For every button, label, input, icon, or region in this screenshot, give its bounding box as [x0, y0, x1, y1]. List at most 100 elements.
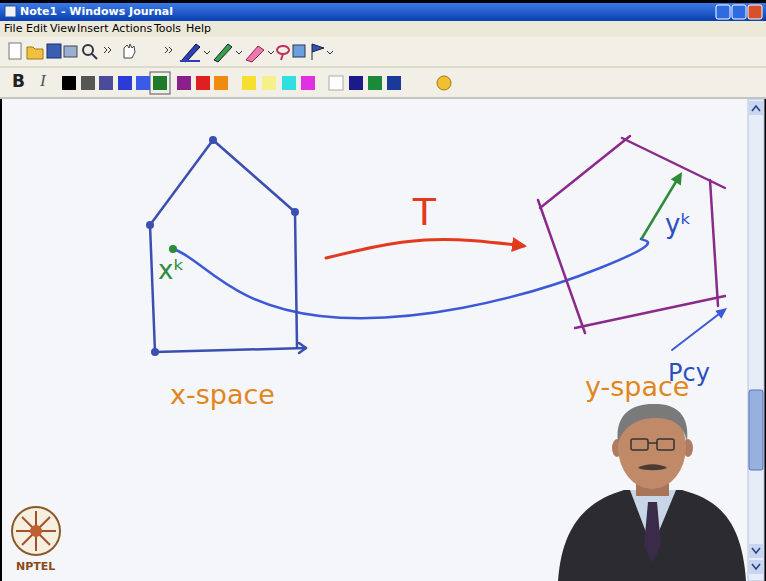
- new-icon: [9, 43, 21, 59]
- text-slot: xᵏ: [158, 256, 184, 285]
- insert-icon: [293, 45, 305, 57]
- text-slot: Actions: [112, 23, 152, 35]
- more-icon: [104, 47, 111, 53]
- format-button: B: [12, 72, 25, 91]
- point-dot: [169, 245, 177, 253]
- color-swatch: [177, 76, 191, 90]
- text-slot: Insert: [77, 23, 109, 35]
- maximize-button: [732, 5, 746, 19]
- color-swatch: [136, 76, 150, 90]
- minimize-button: [716, 5, 730, 19]
- toolbar: [0, 37, 766, 99]
- menu-item: Tools: [154, 23, 181, 35]
- transform-label: T: [413, 193, 436, 231]
- logo-hub: [30, 525, 42, 537]
- scroll-thumb: [749, 390, 763, 470]
- dropdown-icon: [204, 51, 210, 54]
- color-swatch: [242, 76, 256, 90]
- text-slot: x-space: [170, 380, 275, 410]
- color-swatch: [301, 76, 315, 90]
- map-arrow: [326, 239, 524, 258]
- outline-stroke: [295, 212, 297, 347]
- text-slot: yᵏ: [665, 210, 691, 239]
- projection-arrow: [672, 314, 719, 350]
- save-icon: [47, 44, 61, 58]
- scrollbar: [748, 99, 764, 581]
- menu-item: File: [4, 23, 22, 35]
- text-slot: B: [12, 72, 25, 91]
- format-button: I: [40, 72, 46, 91]
- color-swatch: [262, 76, 276, 90]
- menu-item: View: [50, 23, 76, 35]
- logo-spoke: [22, 517, 50, 545]
- text-slot: I: [40, 72, 46, 91]
- dropdown-icon: [236, 51, 242, 54]
- point-label: yᵏ: [665, 210, 691, 239]
- scroll-button: [749, 560, 763, 574]
- pen-icon: [182, 44, 200, 62]
- dropdown-icon: [327, 51, 333, 54]
- highlighter-icon: [214, 44, 232, 62]
- presenter-tie: [644, 502, 661, 562]
- text-slot: File: [4, 23, 22, 35]
- text-slot: NPTEL: [16, 561, 55, 573]
- hand-icon: [124, 44, 135, 58]
- mapping-curve: [176, 238, 648, 318]
- find-icon: [83, 45, 93, 55]
- smiley-icon: [437, 76, 451, 90]
- vertex-dot: [151, 348, 159, 356]
- toolbar-separator: [0, 98, 766, 99]
- flag-icon: [312, 44, 324, 60]
- more-icon: [165, 47, 172, 53]
- title-bar: [0, 3, 766, 21]
- logo-ring: [12, 507, 60, 555]
- presenter-jacket: [558, 490, 746, 581]
- text-slot: Note1 - Windows Journal: [20, 6, 173, 18]
- arrow-head: [715, 308, 727, 319]
- scroll-arrow: [752, 564, 760, 569]
- color-swatch: [214, 76, 228, 90]
- scroll-arrow: [752, 106, 760, 111]
- lasso-icon: [277, 46, 289, 54]
- vertex-dot: [291, 208, 299, 216]
- vertex-dot: [146, 221, 154, 229]
- outline-stroke: [213, 140, 295, 212]
- space-label: x-space: [170, 380, 275, 410]
- logo-spoke: [22, 517, 50, 545]
- color-swatch: [196, 76, 210, 90]
- outline-stroke: [710, 180, 718, 306]
- color-swatch: [62, 76, 76, 90]
- presenter-glasses: [648, 442, 657, 444]
- color-swatch: [118, 76, 132, 90]
- outline-stroke: [575, 296, 725, 328]
- menu-item: Edit: [26, 23, 47, 35]
- outline-stroke: [540, 136, 630, 208]
- presenter-glasses: [657, 439, 674, 450]
- arrow-head: [671, 172, 682, 185]
- text-slot: Help: [186, 23, 211, 35]
- print-icon: [64, 46, 77, 57]
- point-label: xᵏ: [158, 256, 184, 285]
- color-swatch: [329, 76, 343, 90]
- pen-icon: [180, 60, 200, 62]
- toolbar-separator: [0, 67, 766, 68]
- presenter-moustache: [638, 464, 667, 470]
- color-swatch: [349, 76, 363, 90]
- scroll-button: [749, 101, 763, 115]
- close-button: [748, 5, 762, 19]
- find-icon: [92, 54, 97, 59]
- menu-item: Insert: [77, 23, 109, 35]
- color-swatch: [153, 76, 167, 90]
- color-swatch: [387, 76, 401, 90]
- text-slot: T: [413, 193, 436, 231]
- menu-bar: [0, 21, 766, 37]
- vertex-dot: [209, 136, 217, 144]
- menu-item: Help: [186, 23, 211, 35]
- projection-label: Pcy: [668, 360, 710, 386]
- outline-stroke: [299, 343, 306, 353]
- menu-item: Actions: [112, 23, 152, 35]
- text-slot: Pcy: [668, 360, 710, 386]
